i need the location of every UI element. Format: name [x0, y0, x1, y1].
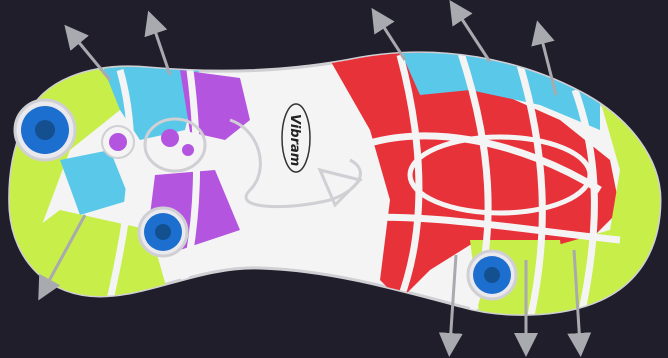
pivot-point-heel	[15, 100, 75, 160]
brand-logo-text: Vibram	[287, 114, 302, 166]
pivot-point-midfoot	[139, 208, 187, 256]
pivot-point-forefoot	[468, 251, 516, 299]
